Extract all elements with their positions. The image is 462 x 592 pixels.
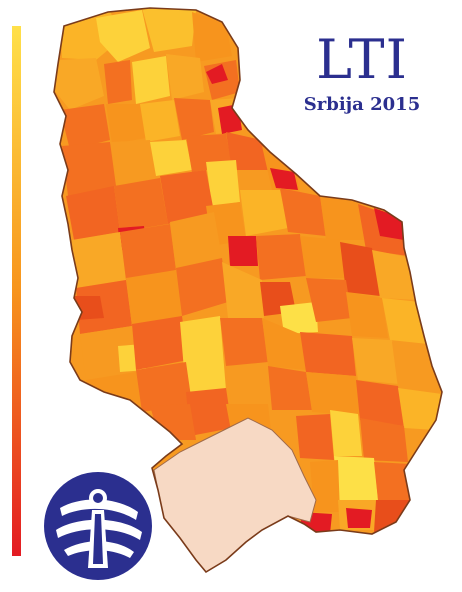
map-title: LTI xyxy=(316,28,408,91)
region xyxy=(180,316,226,394)
region xyxy=(270,168,298,190)
region xyxy=(240,190,288,236)
region xyxy=(106,104,146,144)
title-block: LTI Srbija 2015 xyxy=(282,30,442,116)
region xyxy=(132,56,170,104)
color-scale-bar xyxy=(12,26,21,556)
region xyxy=(60,104,110,150)
region xyxy=(226,364,272,408)
region xyxy=(340,242,380,296)
region xyxy=(280,188,326,236)
region xyxy=(334,456,378,500)
region xyxy=(300,236,346,278)
region xyxy=(72,232,126,288)
region xyxy=(310,460,340,512)
region xyxy=(220,318,268,366)
region xyxy=(192,12,232,62)
region xyxy=(398,388,442,430)
municipality-regions xyxy=(54,8,442,534)
region xyxy=(356,380,404,426)
region xyxy=(374,462,410,500)
region xyxy=(74,296,104,320)
region xyxy=(126,270,182,326)
region xyxy=(120,224,176,280)
region xyxy=(374,208,404,240)
transparency-international-logo-icon xyxy=(44,472,152,580)
region xyxy=(280,302,318,334)
region xyxy=(268,366,312,410)
region xyxy=(296,414,334,460)
region xyxy=(104,60,132,104)
region xyxy=(392,342,440,392)
region xyxy=(66,186,120,240)
region xyxy=(176,258,228,316)
region xyxy=(352,338,398,384)
region xyxy=(110,140,154,186)
region xyxy=(132,316,188,370)
region xyxy=(382,298,428,344)
region xyxy=(218,104,242,134)
region xyxy=(372,250,418,300)
region xyxy=(160,170,214,224)
region xyxy=(306,278,352,322)
map-subtitle: Srbija 2015 xyxy=(303,94,421,115)
region xyxy=(374,500,410,532)
region xyxy=(262,318,306,370)
region xyxy=(330,410,362,456)
region xyxy=(306,372,360,416)
region xyxy=(150,140,192,176)
region xyxy=(166,54,204,100)
region xyxy=(300,332,356,376)
region xyxy=(346,292,388,338)
region xyxy=(222,262,264,318)
region xyxy=(228,236,258,266)
region xyxy=(62,142,116,196)
region xyxy=(320,196,364,240)
region xyxy=(54,58,104,110)
region xyxy=(136,362,192,412)
region xyxy=(206,64,228,84)
region xyxy=(256,234,306,280)
region xyxy=(170,212,222,270)
region xyxy=(174,98,214,140)
region xyxy=(206,160,240,206)
region xyxy=(360,418,408,462)
region xyxy=(140,100,180,142)
region xyxy=(186,388,232,436)
region xyxy=(114,178,168,232)
region xyxy=(96,10,150,62)
region xyxy=(346,508,372,528)
region xyxy=(142,8,196,52)
region xyxy=(76,280,132,334)
